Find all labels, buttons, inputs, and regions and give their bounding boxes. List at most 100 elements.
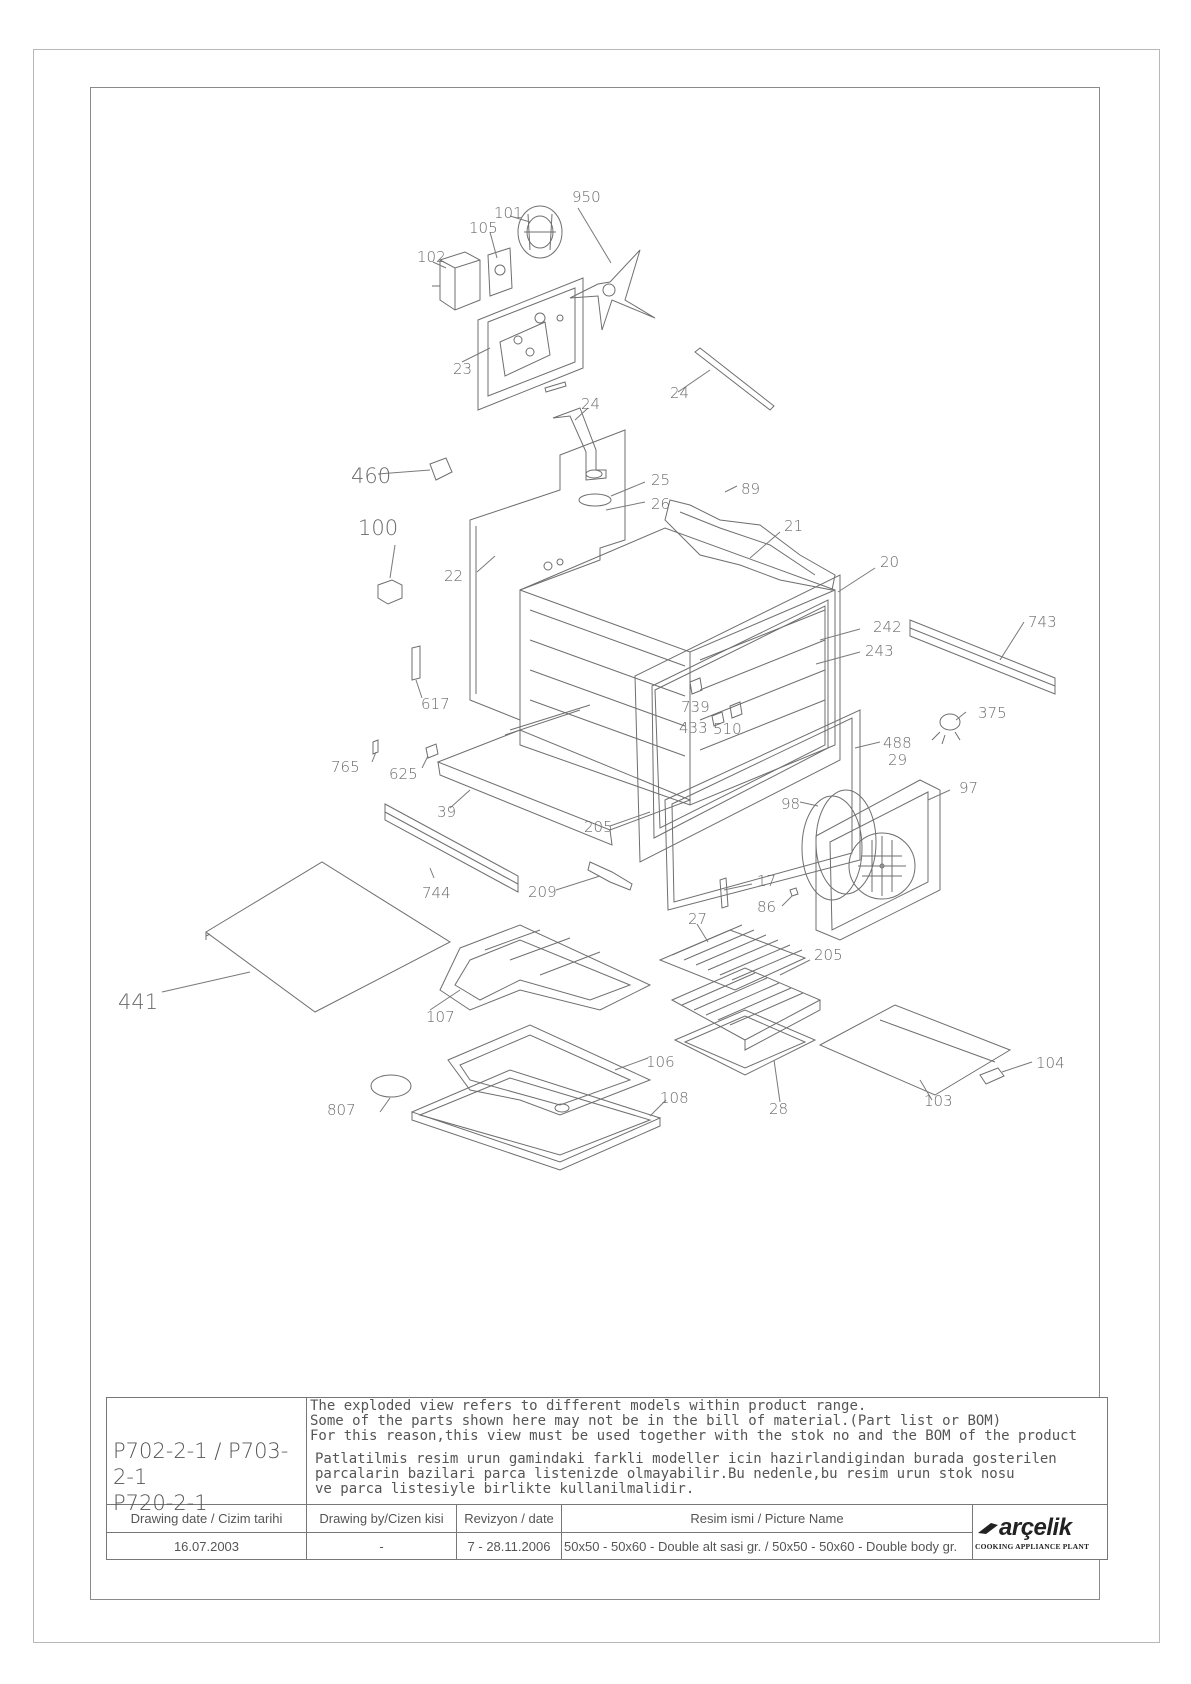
part-label-28: 28 — [769, 1100, 788, 1118]
part-460-switch — [429, 457, 453, 481]
model-line-2: P720-2-1 — [113, 1491, 208, 1515]
part-86-screw — [789, 887, 799, 897]
part-209-hinge — [587, 861, 633, 891]
part-105-plate — [487, 247, 513, 297]
part-label-21: 21 — [784, 517, 803, 535]
part-739-clip — [689, 677, 703, 695]
part-label-510: 510 — [713, 720, 742, 738]
part-765-pin — [372, 739, 379, 755]
leader-lines — [161, 207, 1033, 1117]
part-28-baking-tray — [673, 1009, 817, 1076]
part-label-108: 108 — [660, 1089, 689, 1107]
part-label-24b: 24 — [670, 384, 689, 402]
part-17-bracket — [719, 877, 729, 909]
part-label-24a: 24 — [581, 395, 600, 413]
part-104-handle-clip — [979, 1067, 1005, 1085]
disclaimer-turkish: Patlatilmis resim urun gamindaki farkli … — [315, 1451, 1057, 1497]
part-label-743: 743 — [1028, 613, 1057, 631]
part-23-rear-panel — [477, 277, 584, 411]
part-label-98: 98 — [781, 795, 800, 813]
part-102-motor — [432, 251, 481, 311]
part-label-460: 460 — [351, 464, 391, 488]
part-950-fan — [569, 249, 656, 331]
part-24-rod — [544, 347, 775, 411]
part-label-29: 29 — [888, 751, 907, 769]
part-label-101: 101 — [494, 204, 523, 222]
part-label-20: 20 — [880, 553, 899, 571]
part-98-fan-ring — [801, 789, 877, 901]
part-label-765: 765 — [331, 758, 360, 776]
part-97-rear-cover — [815, 779, 941, 941]
disclaimer-english: The exploded view refers to different mo… — [310, 1398, 1078, 1444]
value-drawn-by: - — [307, 1533, 457, 1560]
part-label-102: 102 — [417, 248, 446, 266]
drawing-border — [90, 87, 1100, 1600]
part-21-insulation — [664, 499, 836, 591]
part-label-26: 26 — [651, 495, 670, 513]
header-drawing-date: Drawing date / Cizim tarihi — [107, 1505, 307, 1533]
part-label-106: 106 — [646, 1053, 675, 1071]
part-label-242: 242 — [873, 618, 902, 636]
part-label-89: 89 — [741, 480, 760, 498]
header-drawn-by: Drawing by/Cizen kisi — [307, 1505, 457, 1533]
logo-swoosh-icon — [978, 1523, 998, 1534]
part-label-100: 100 — [358, 516, 398, 540]
part-label-27: 27 — [688, 910, 707, 928]
value-picture-name: 50x50 - 50x60 - Double alt sasi gr. / 50… — [562, 1533, 973, 1560]
logo-wordmark: arçelik — [999, 1514, 1072, 1541]
part-label-441: 441 — [118, 990, 158, 1014]
model-numbers: P702-2-1 / P703-2-1 P720-2-1 — [107, 1398, 307, 1515]
part-101-fan-guard — [517, 205, 563, 259]
part-label-86: 86 — [757, 898, 776, 916]
part-22-side-wall — [469, 429, 626, 721]
part-744-trim-strip — [384, 803, 519, 893]
value-revision: 7 - 28.11.2006 — [457, 1533, 562, 1560]
part-108-drip-tray — [410, 1069, 662, 1171]
part-label-25: 25 — [651, 471, 670, 489]
part-617-bracket — [411, 645, 421, 681]
part-625-clip — [425, 743, 439, 759]
sheet-outer-border — [33, 49, 1160, 1643]
part-label-105: 105 — [469, 219, 498, 237]
part-label-103: 103 — [924, 1092, 953, 1110]
title-block: P702-2-1 / P703-2-1 P720-2-1 The explode… — [106, 1397, 1108, 1560]
part-743-trim-strip — [909, 619, 1056, 695]
part-107-heating-element — [439, 924, 652, 1011]
part-label-488: 488 — [883, 734, 912, 752]
part-label-205b: 205 — [814, 946, 843, 964]
part-510-clip — [729, 701, 743, 719]
part-20-front-frame — [634, 574, 841, 863]
part-label-243: 243 — [865, 642, 894, 660]
part-label-107: 107 — [426, 1008, 455, 1026]
part-label-744: 744 — [422, 884, 451, 902]
part-label-104: 104 — [1036, 1054, 1065, 1072]
part-label-22: 22 — [444, 567, 463, 585]
part-label-97: 97 — [959, 779, 978, 797]
part-label-17: 17 — [757, 872, 776, 890]
part-label-617: 617 — [421, 695, 450, 713]
part-39-bottom-plate — [436, 704, 692, 846]
part-25-ring — [578, 493, 612, 507]
oven-cavity — [519, 527, 836, 806]
value-drawing-date: 16.07.2003 — [107, 1533, 307, 1560]
part-label-625: 625 — [389, 765, 418, 783]
header-picture-name: Resim ismi / Picture Name — [562, 1505, 973, 1533]
disclaimer-notes: The exploded view refers to different mo… — [307, 1398, 1107, 1505]
part-label-375: 375 — [978, 704, 1007, 722]
header-revision: Revizyon / date — [457, 1505, 562, 1533]
logo-tagline: COOKING APPLIANCE PLANT — [975, 1542, 1090, 1551]
arcelik-logo: arçelik COOKING APPLIANCE PLANT — [973, 1505, 1107, 1560]
part-label-433: 433 — [679, 719, 708, 737]
part-label-205a: 205 — [584, 818, 613, 836]
part-375-lamp — [931, 713, 961, 745]
part-label-807: 807 — [327, 1101, 356, 1119]
part-24-bracket — [552, 407, 607, 481]
part-label-950: 950 — [572, 188, 601, 206]
part-27-wire-grid — [658, 924, 807, 991]
part-100-thermostat — [377, 579, 403, 605]
part-label-739: 739 — [681, 698, 710, 716]
part-106-heating-element — [447, 1024, 652, 1116]
part-label-209: 209 — [528, 883, 557, 901]
